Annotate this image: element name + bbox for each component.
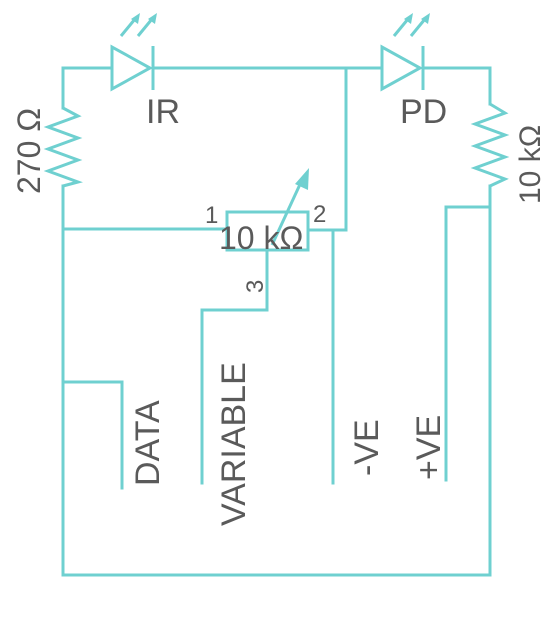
pot-pin-1-label: 1 <box>205 202 218 229</box>
pos-ve-label: +VE <box>410 415 448 480</box>
ir-led-label: IR <box>146 93 180 131</box>
data-wire <box>61 380 124 490</box>
pot-right-wire <box>306 66 348 232</box>
potentiometer-icon <box>225 168 310 252</box>
photodiode-icon <box>380 13 430 92</box>
resistor-10k-label: 10 kΩ <box>514 125 547 204</box>
resistor-10k-icon <box>470 102 510 188</box>
pos-ve-wire <box>444 205 492 482</box>
wires <box>61 66 492 577</box>
resistor-270-label: 270 Ω <box>11 108 47 194</box>
ir-led-icon <box>110 13 157 92</box>
pot-pin-3-label: 3 <box>242 280 269 293</box>
data-label: DATA <box>129 400 167 486</box>
photodiode-label: PD <box>400 93 447 131</box>
pot-pin-2-label: 2 <box>313 201 326 228</box>
pot-value-label: 10 kΩ <box>219 220 303 256</box>
variable-label: VARIABLE <box>215 362 253 526</box>
variable-wire <box>200 250 269 485</box>
resistor-270-icon <box>43 106 83 188</box>
neg-ve-label: -VE <box>348 419 386 476</box>
